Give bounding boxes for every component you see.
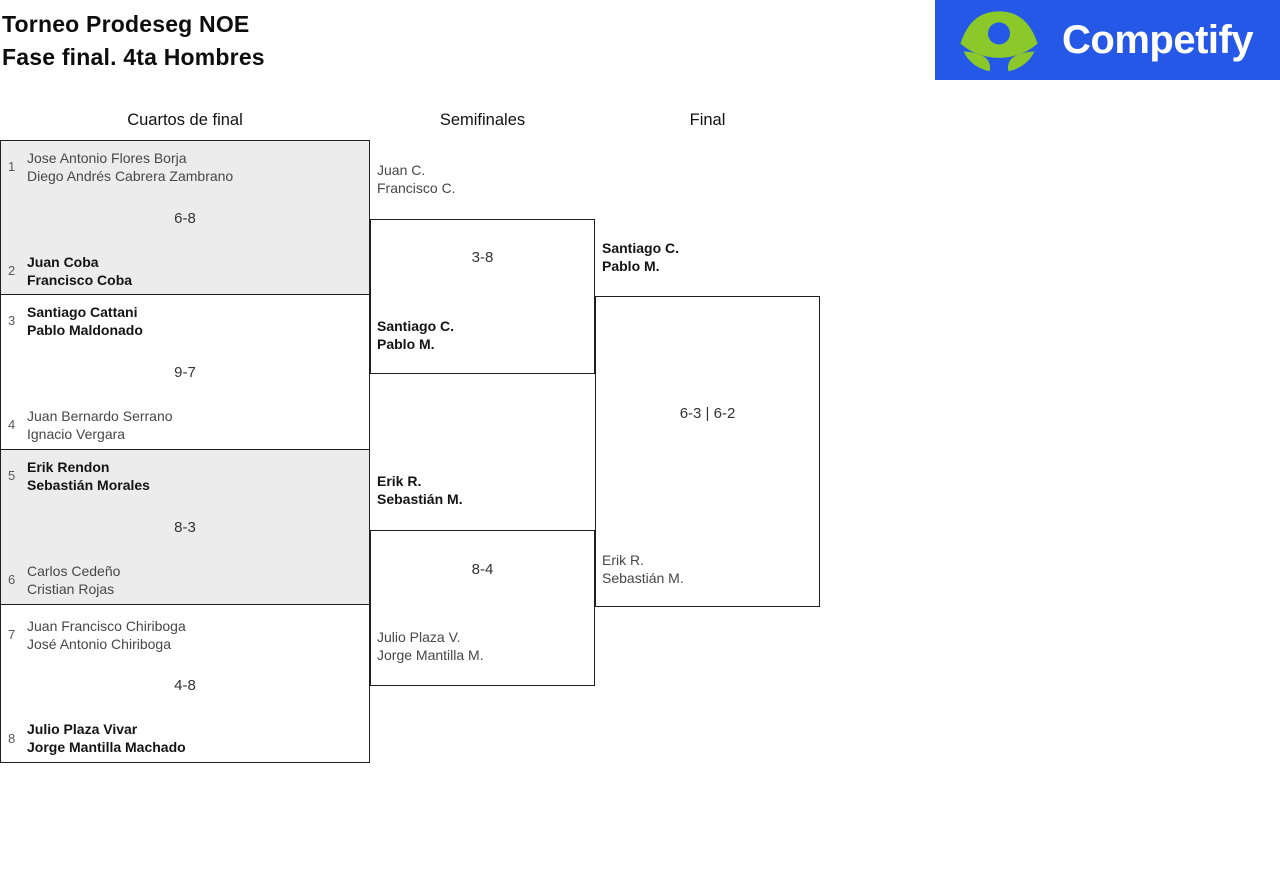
player-name: Jorge Mantilla M. xyxy=(377,647,484,663)
brand-wordmark: Competify xyxy=(1062,17,1254,62)
player-name: Francisco C. xyxy=(377,180,456,196)
team-pair: Juan C. Francisco C. xyxy=(377,161,456,197)
semifinal-match-1 xyxy=(370,219,595,374)
player-name: Pablo M. xyxy=(602,258,660,274)
match-score: 3-8 xyxy=(471,249,494,266)
competify-person-icon xyxy=(960,10,1038,71)
team-pair: Juan Bernardo Serrano Ignacio Vergara xyxy=(27,407,173,443)
competify-logo: Competify xyxy=(935,0,1280,80)
player-name: Francisco Coba xyxy=(27,272,133,288)
player-name: Juan C. xyxy=(377,162,426,178)
quarterfinal-match-2: 3 Santiago Cattani Pablo Maldonado 9-7 4… xyxy=(0,295,370,450)
team-pair: Juan Francisco Chiriboga José Antonio Ch… xyxy=(27,617,186,653)
quarterfinal-match-4: 7 Juan Francisco Chiriboga José Antonio … xyxy=(0,605,370,763)
seed-number: 4 xyxy=(8,417,16,432)
team-pair: Jose Antonio Flores Borja Diego Andrés C… xyxy=(27,149,233,185)
match-score: 6-3 | 6-2 xyxy=(679,405,736,422)
player-name: Erik R. xyxy=(377,473,422,489)
team-pair: Erik R. Sebastián M. xyxy=(377,472,463,508)
player-name: Jorge Mantilla Machado xyxy=(27,739,186,755)
player-name: Jose Antonio Flores Borja xyxy=(27,150,187,166)
semifinal-match-2 xyxy=(370,530,595,686)
team-pair: Erik R. Sebastián M. xyxy=(602,551,684,587)
player-name: Carlos Cedeño xyxy=(27,563,121,579)
round-header-semifinals: Semifinales xyxy=(439,111,526,129)
player-name: Santiago Cattani xyxy=(27,304,138,320)
match-score: 4-8 xyxy=(174,677,196,694)
team-pair: Julio Plaza Vivar Jorge Mantilla Machado xyxy=(27,720,186,756)
match-score: 8-3 xyxy=(174,519,196,536)
seed-number: 2 xyxy=(8,263,16,278)
player-name: Santiago C. xyxy=(377,318,455,334)
player-name: Erik R. xyxy=(602,552,644,568)
player-name: Sebastián M. xyxy=(377,491,463,507)
player-name: Juan Francisco Chiriboga xyxy=(27,618,186,634)
player-name: Sebastián Morales xyxy=(27,477,150,493)
player-name: Sebastián M. xyxy=(602,570,684,586)
page-title: Torneo Prodeseg NOE Fase final. 4ta Homb… xyxy=(2,8,265,74)
team-pair: Carlos Cedeño Cristian Rojas xyxy=(27,562,120,598)
team-pair: Santiago Cattani Pablo Maldonado xyxy=(27,303,143,339)
seed-number: 8 xyxy=(8,731,16,746)
seed-number: 5 xyxy=(8,468,16,483)
team-pair: Santiago C. Pablo M. xyxy=(377,317,454,353)
match-score: 8-4 xyxy=(471,561,494,578)
team-pair: Santiago C. Pablo M. xyxy=(602,239,679,275)
quarterfinal-match-1: 1 Jose Antonio Flores Borja Diego Andrés… xyxy=(0,140,370,295)
seed-number: 6 xyxy=(8,572,16,587)
player-name: Pablo M. xyxy=(377,336,435,352)
phase-name: Fase final. 4ta Hombres xyxy=(2,44,265,70)
player-name: Erik Rendon xyxy=(27,459,110,475)
player-name: Juan Bernardo Serrano xyxy=(27,408,173,424)
player-name: Diego Andrés Cabrera Zambrano xyxy=(27,168,234,184)
player-name: Julio Plaza Vivar xyxy=(27,721,138,737)
seed-number: 1 xyxy=(8,159,16,174)
match-score: 9-7 xyxy=(174,364,196,381)
player-name: Julio Plaza V. xyxy=(377,629,461,645)
player-name: Santiago C. xyxy=(602,240,680,256)
seed-number: 7 xyxy=(8,627,16,642)
player-name: Cristian Rojas xyxy=(27,581,115,597)
team-pair: Julio Plaza V. Jorge Mantilla M. xyxy=(377,628,484,664)
seed-number: 3 xyxy=(8,313,16,328)
tournament-name: Torneo Prodeseg NOE xyxy=(2,11,250,37)
player-name: José Antonio Chiriboga xyxy=(27,636,171,652)
round-header-quarterfinals: Cuartos de final xyxy=(127,111,243,129)
match-score: 6-8 xyxy=(174,210,196,227)
player-name: Pablo Maldonado xyxy=(27,322,143,338)
quarterfinal-match-3: 5 Erik Rendon Sebastián Morales 8-3 6 Ca… xyxy=(0,450,370,605)
team-pair: Erik Rendon Sebastián Morales xyxy=(27,458,150,494)
player-name: Juan Coba xyxy=(27,254,99,270)
team-pair: Juan Coba Francisco Coba xyxy=(27,253,132,289)
final-match xyxy=(595,296,820,607)
player-name: Ignacio Vergara xyxy=(27,426,126,442)
round-header-final: Final xyxy=(689,111,726,129)
